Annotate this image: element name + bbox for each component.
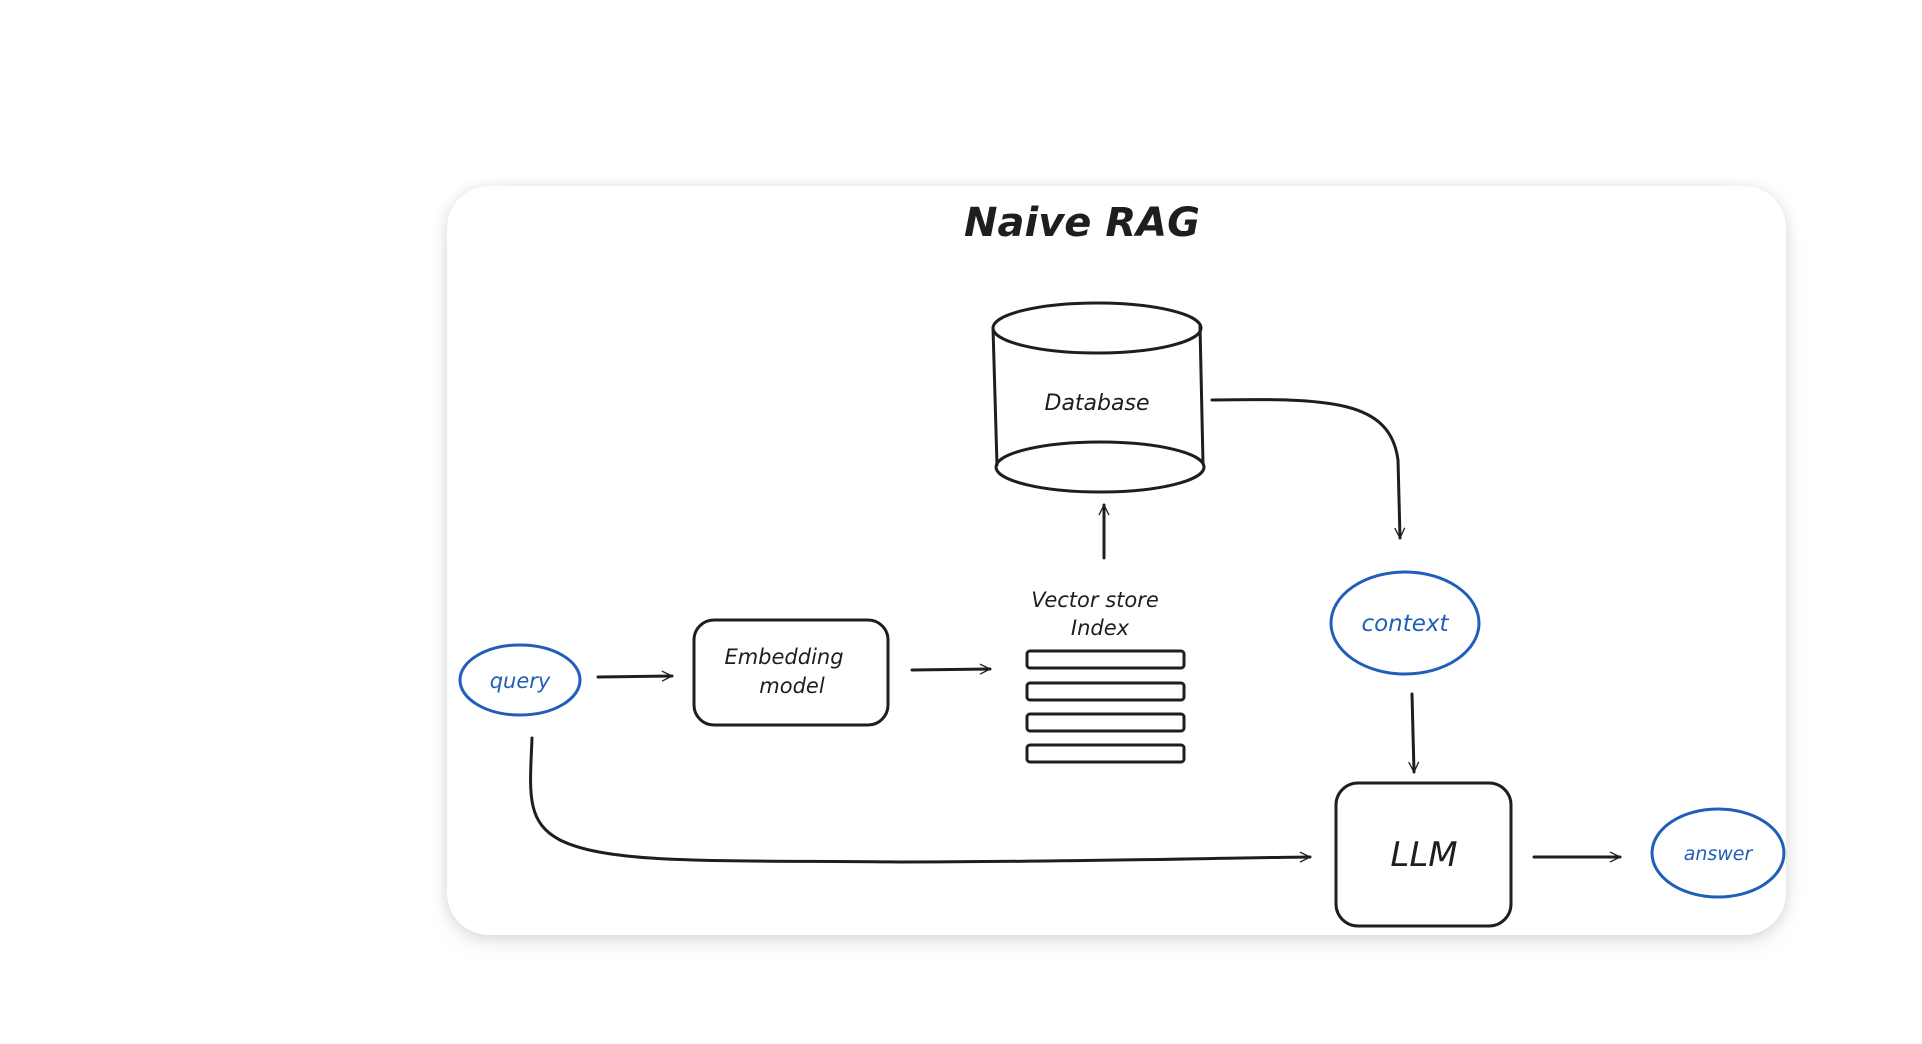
llm-label: LLM <box>1390 835 1457 875</box>
diagram-title: Naive RAG <box>964 200 1200 246</box>
diagram-card <box>447 186 1786 935</box>
vector-store-label-2: Index <box>1071 616 1130 640</box>
arrow-database-to-context <box>1210 398 1406 540</box>
arrow-query-to-embedding <box>596 670 674 682</box>
embedding-model-node: Embedding model <box>692 618 890 727</box>
database-label: Database <box>1045 391 1150 416</box>
index-row <box>1025 743 1186 764</box>
arrow-context-to-llm <box>1408 692 1420 774</box>
embedding-label-1: Embedding <box>724 645 843 669</box>
index-row <box>1025 712 1186 733</box>
index-row <box>1025 649 1186 670</box>
index-row <box>1025 681 1186 702</box>
vector-store-node: Vector store Index <box>1025 588 1186 764</box>
answer-node: answer <box>1650 807 1786 899</box>
answer-label: answer <box>1684 843 1754 865</box>
context-node: context <box>1329 570 1481 676</box>
context-label: context <box>1361 611 1449 637</box>
arrow-query-to-llm <box>529 736 1312 864</box>
query-node: query <box>458 643 582 717</box>
embedding-label-2: model <box>759 674 825 698</box>
vector-store-label-1: Vector store <box>1031 588 1159 612</box>
arrow-embedding-to-index <box>910 663 992 675</box>
llm-node: LLM <box>1334 781 1513 928</box>
query-label: query <box>490 669 551 693</box>
database-node: Database <box>991 301 1206 494</box>
